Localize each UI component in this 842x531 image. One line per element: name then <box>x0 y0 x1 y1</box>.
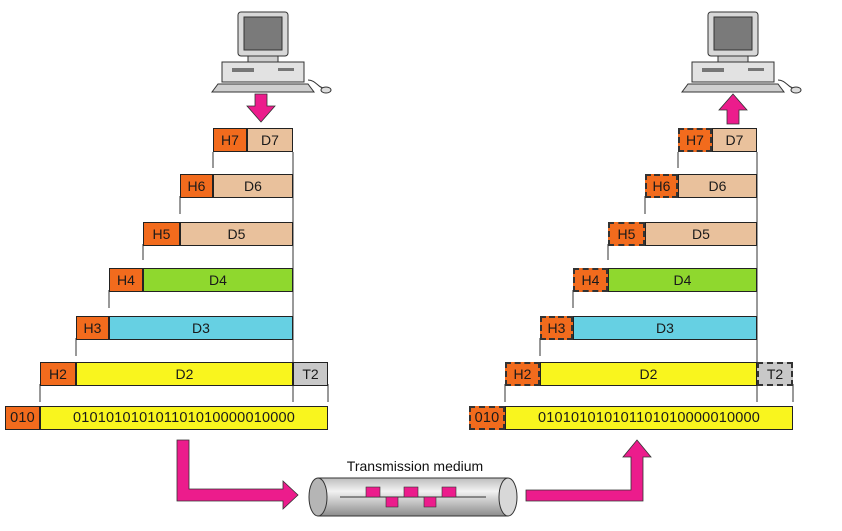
receiver-bit-stream: 010101010101101010000010000 <box>505 406 793 430</box>
sender-header-h3: H3 <box>76 316 109 340</box>
receiver-header-h2: H2 <box>505 362 540 386</box>
sender-header-h4: H4 <box>109 268 143 292</box>
sender-bits-prefix: 010 <box>5 406 40 430</box>
receiver-trailer-t2: T2 <box>757 362 793 386</box>
receiver-header-h7: H7 <box>678 128 712 152</box>
transmission-medium-pipe-icon <box>308 477 518 517</box>
receiver-header-h3: H3 <box>540 316 573 340</box>
sender-data-d7: D7 <box>247 128 293 152</box>
receiver-data-d3: D3 <box>573 316 757 340</box>
receiver-header-h6: H6 <box>645 174 678 198</box>
sender-header-h7: H7 <box>213 128 247 152</box>
receiver-data-d4: D4 <box>608 268 757 292</box>
sender-trailer-t2: T2 <box>293 362 328 386</box>
down-arrow-icon <box>246 93 276 123</box>
receiver-header-h4: H4 <box>573 268 608 292</box>
sender-data-d4: D4 <box>143 268 293 292</box>
sender-header-h6: H6 <box>180 174 213 198</box>
receiver-header-h5: H5 <box>608 222 645 246</box>
sender-data-d3: D3 <box>109 316 293 340</box>
receiver-data-d6: D6 <box>678 174 757 198</box>
up-arrow-icon <box>718 93 748 125</box>
sender-header-h2: H2 <box>40 362 76 386</box>
receiver-guide-lines <box>504 152 794 402</box>
medium-to-receiver-arrow-icon <box>525 439 652 502</box>
sender-computer-icon <box>211 11 332 94</box>
sender-data-d2: D2 <box>76 362 293 386</box>
receiver-data-d5: D5 <box>645 222 757 246</box>
transmission-medium-label: Transmission medium <box>346 458 484 474</box>
sender-data-d5: D5 <box>180 222 293 246</box>
sender-data-d6: D6 <box>213 174 293 198</box>
receiver-computer-icon <box>681 11 802 94</box>
receiver-data-d7: D7 <box>712 128 757 152</box>
receiver-bits-prefix: 010 <box>469 406 505 430</box>
sender-header-h5: H5 <box>143 222 180 246</box>
receiver-data-d2: D2 <box>540 362 757 386</box>
sender-guide-lines <box>39 152 329 402</box>
sender-to-medium-arrow-icon <box>176 439 299 510</box>
sender-bit-stream: 010101010101101010000010000 <box>40 406 328 430</box>
